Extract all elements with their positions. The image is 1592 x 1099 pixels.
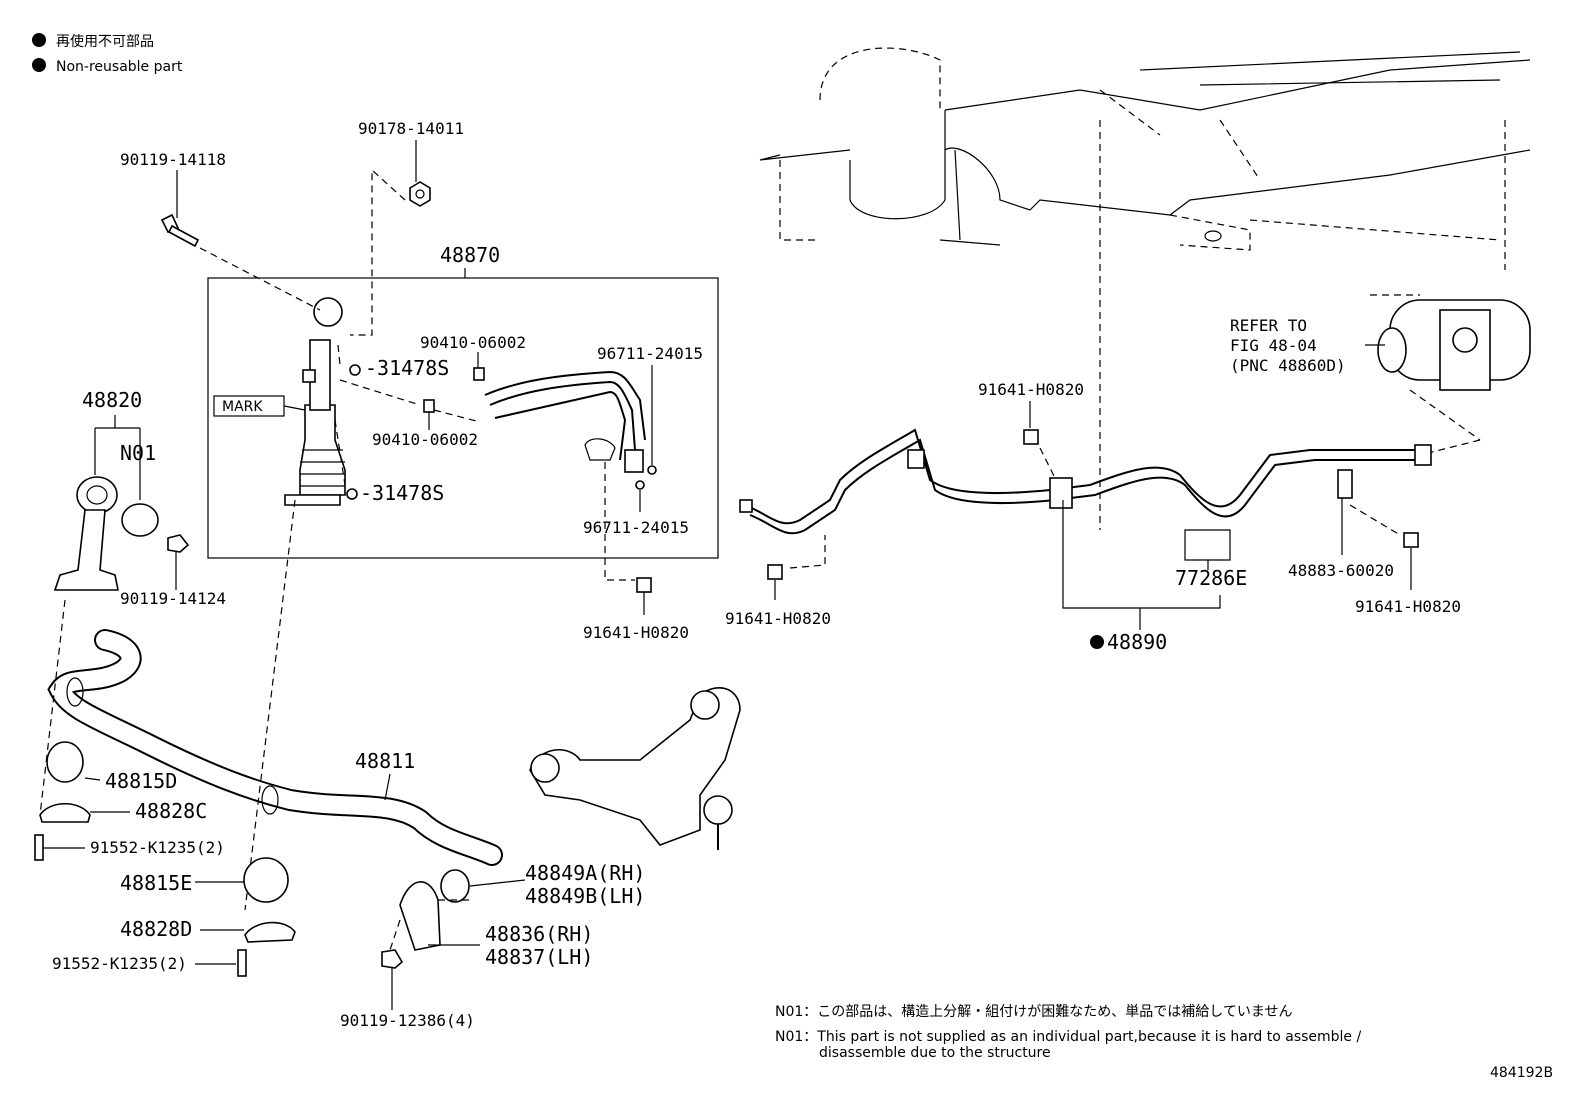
o-ring-icon (635, 480, 645, 490)
bushing-48815e (243, 857, 289, 903)
o-ring-icon (647, 465, 657, 475)
label-90410-06002-a: 90410-06002 (420, 333, 526, 352)
label-48890: 48890 (1107, 630, 1167, 654)
refer-line-3: (PNC 48860D) (1230, 356, 1346, 375)
label-91552-k1235-a: 91552-K1235(2) (90, 838, 225, 857)
bracket-48828c (39, 803, 91, 823)
bushing-n01 (121, 503, 159, 537)
nut-90178-14011 (409, 181, 431, 207)
label-96711-24015-a: 96711-24015 (597, 344, 703, 363)
assembly-box-48870 (207, 277, 719, 559)
label-48828c: 48828C (135, 799, 207, 823)
label-48883-60020: 48883-60020 (1288, 561, 1394, 580)
bolt-90119-12386 (381, 949, 404, 969)
label-91641-h0820-d: 91641-H0820 (1355, 597, 1461, 616)
bolt-icon (237, 949, 247, 977)
bolt-icon (34, 834, 44, 861)
bracket-48836 (399, 881, 441, 951)
label-91552-k1235-b: 91552-K1235(2) (52, 954, 187, 973)
label-77286e: 77286E (1175, 566, 1247, 590)
non-reusable-bullet-icon (1090, 635, 1104, 649)
label-48836: 48836(RH) (485, 922, 593, 946)
note-en-1: N01：This part is not supplied as an indi… (775, 1029, 1361, 1045)
label-91641-h0820-c: 91641-H0820 (725, 609, 831, 628)
legend-bullet-icon (32, 33, 46, 47)
bolt-icon (1403, 532, 1419, 548)
legend-bullet-icon (32, 58, 46, 72)
stabilizer-link (53, 476, 119, 591)
o-ring-icon (346, 488, 358, 500)
bracket-48828d (244, 921, 296, 943)
label-48820: 48820 (82, 388, 142, 412)
label-mark: MARK (222, 399, 263, 415)
label-48811: 48811 (355, 749, 415, 773)
bushing-48815d (46, 741, 84, 783)
label-n01: N01 (120, 441, 156, 465)
label-31478s-b: -31478S (360, 481, 444, 505)
note-en-2: disassemble due to the structure (819, 1045, 1051, 1061)
label-48870: 48870 (440, 243, 500, 267)
label-91641-h0820-b: 91641-H0820 (978, 380, 1084, 399)
legend-en: Non-reusable part (56, 59, 183, 75)
bolt-icon (636, 577, 652, 593)
note-jp: N01：この部品は、構造上分解・組付けが困難なため、単品では補給していません (775, 1004, 1292, 1020)
refer-line-1: REFER TO (1230, 316, 1307, 335)
refer-line-2: FIG 48-04 (1230, 336, 1317, 355)
label-91641-h0820-a: 91641-H0820 (583, 623, 689, 642)
stabilizer-cylinder (284, 297, 346, 506)
bushing-48849 (440, 869, 470, 903)
label-48837: 48837(LH) (485, 945, 593, 969)
label-31478s-a: -31478S (365, 356, 449, 380)
label-96711-24015-b: 96711-24015 (583, 518, 689, 537)
nut-90119-14124 (167, 534, 190, 553)
bolt-90119-14118 (160, 213, 200, 248)
figure-id: 484192B (1490, 1065, 1553, 1081)
hydraulic-hoses (484, 370, 646, 473)
label-48815e: 48815E (120, 871, 192, 895)
label-90410-06002-b: 90410-06002 (372, 430, 478, 449)
label-90119-14124: 90119-14124 (120, 589, 226, 608)
bolt-icon (767, 564, 783, 580)
bolt-icon (1023, 429, 1039, 445)
stabilizer-bar (47, 629, 503, 866)
label-48849b: 48849B(LH) (525, 884, 645, 908)
label-90178-14011: 90178-14011 (358, 119, 464, 138)
union-bolt-icon (473, 367, 485, 381)
label-48849a: 48849A(RH) (525, 861, 645, 885)
label-90119-12386: 90119-12386(4) (340, 1011, 475, 1030)
label-48828d: 48828D (120, 917, 192, 941)
label-48815d: 48815D (105, 769, 177, 793)
legend: 再使用不可部品 Non-reusable part (32, 33, 183, 75)
hydraulic-pipe-48890 (739, 428, 1432, 561)
o-ring-icon (349, 364, 361, 376)
lower-control-arm (529, 686, 741, 850)
control-valve-assembly (1365, 294, 1531, 456)
union-bolt-icon (423, 399, 435, 413)
vehicle-frame-outline (759, 47, 1531, 530)
label-90119-14118: 90119-14118 (120, 150, 226, 169)
legend-jp: 再使用不可部品 (56, 33, 154, 50)
